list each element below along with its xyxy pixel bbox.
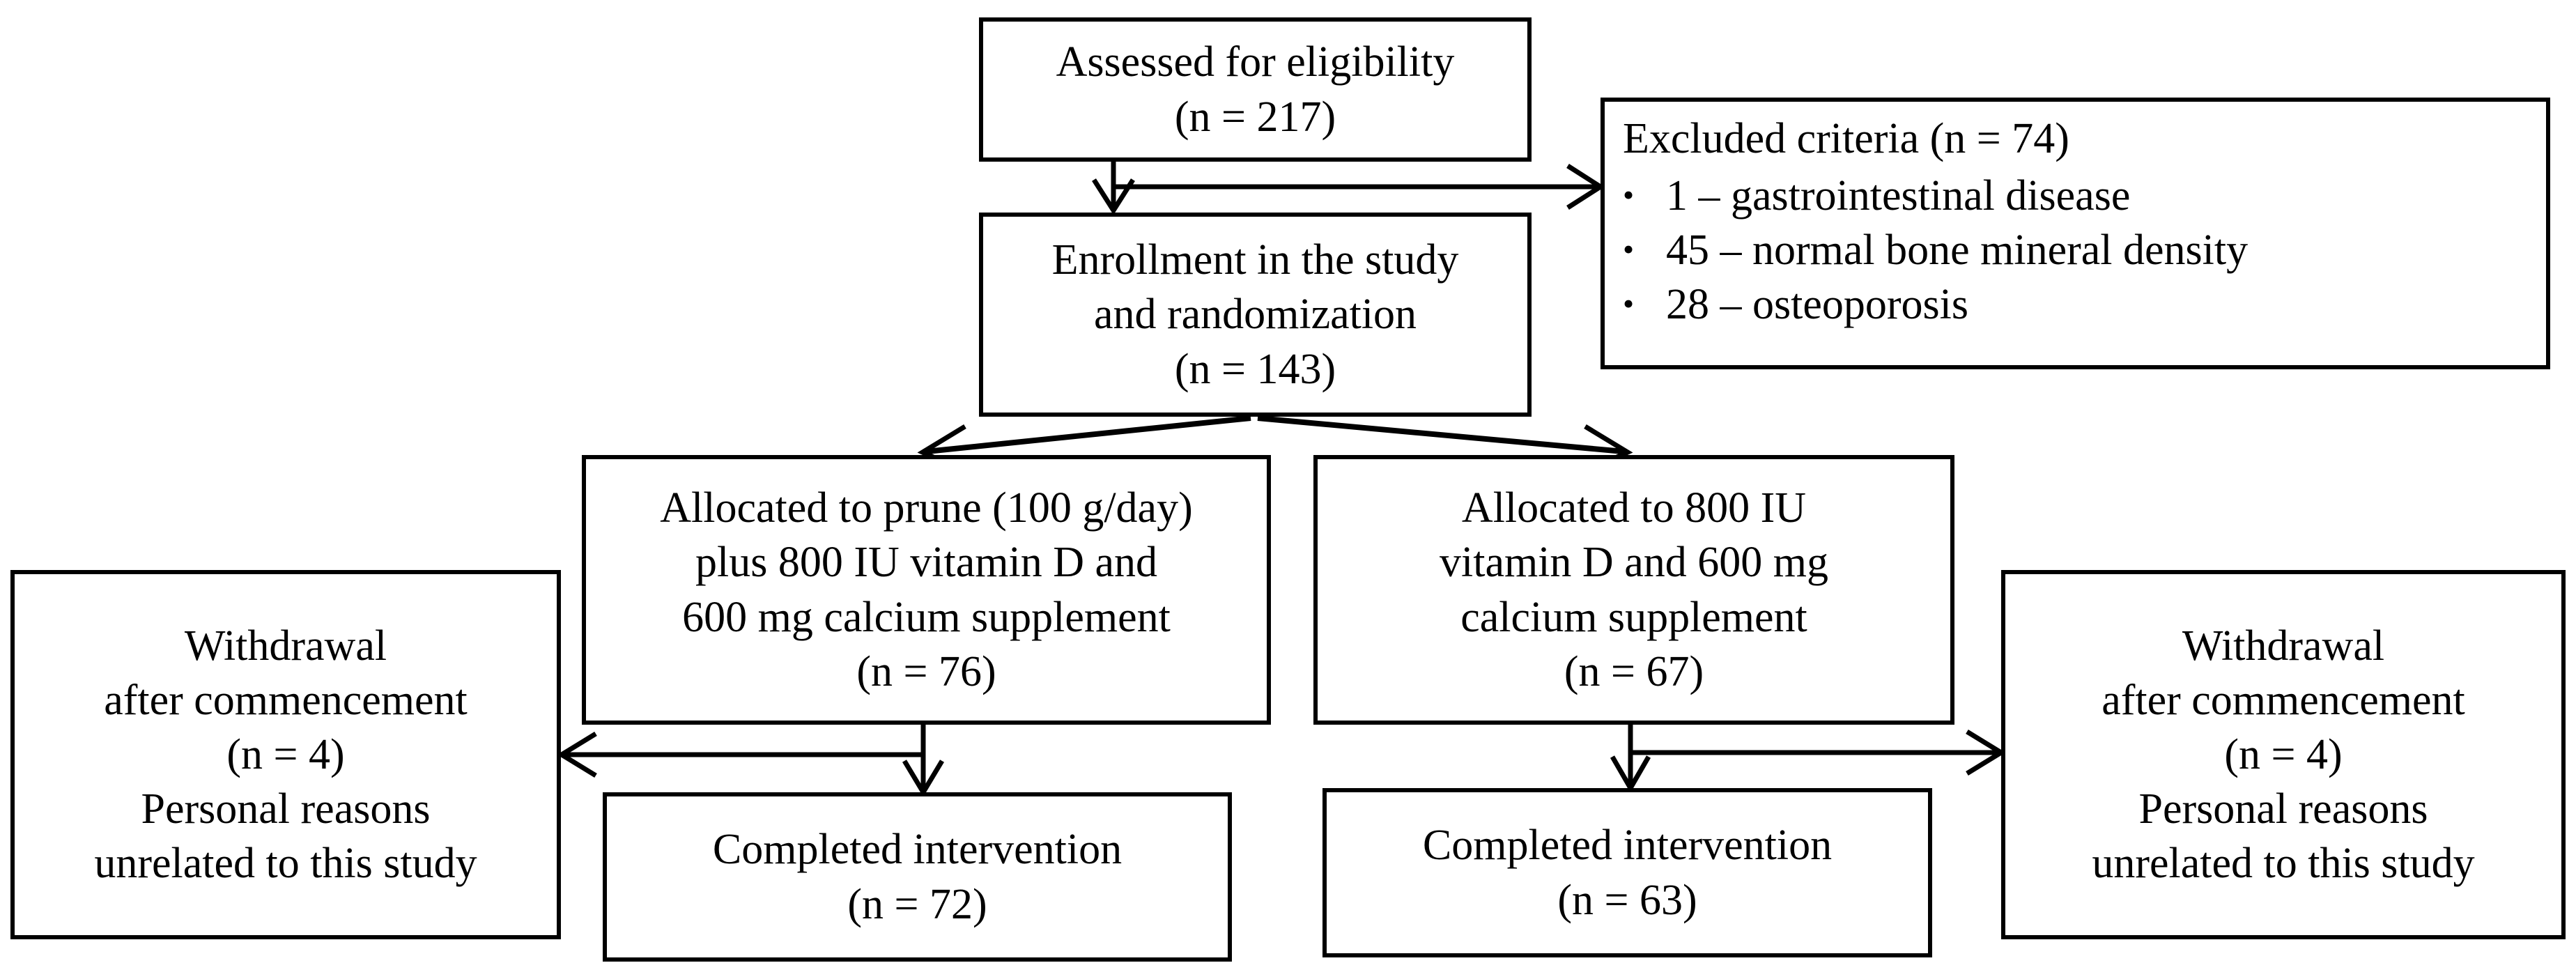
eligibility-line-1: Assessed for eligibility	[1056, 38, 1455, 86]
withdraw-left-line-2: after commencement	[104, 676, 468, 724]
withdraw-right-line-3: (n = 4)	[2224, 730, 2343, 778]
excluded-item-text: 45 – normal bone mineral density	[1666, 226, 2249, 275]
completed-right-line-2: (n = 63)	[1557, 876, 1697, 924]
withdraw-right-line-4: Personal reasons	[2138, 785, 2428, 833]
connector-control-to-withdrawal-right	[1630, 730, 2006, 776]
node-completed-intervention-control: Completed intervention (n = 63)	[1322, 788, 1932, 957]
node-withdrawal-control-group: Withdrawal after commencement (n = 4) Pe…	[2001, 570, 2566, 939]
alloc-control-line-3: calcium supplement	[1460, 593, 1807, 641]
alloc-control-line-4: (n = 67)	[1564, 647, 1704, 695]
alloc-prune-line-3: 600 mg calcium supplement	[682, 593, 1171, 641]
excluded-heading: Excluded criteria (n = 74)	[1623, 115, 2069, 162]
node-assessed-for-eligibility: Assessed for eligibility (n = 217)	[979, 17, 1532, 162]
withdraw-left-line-3: (n = 4)	[226, 730, 345, 778]
excluded-bullet-list: • 1 – gastrointestinal disease • 45 – no…	[1623, 169, 2531, 332]
completed-left-line-1: Completed intervention	[712, 826, 1123, 874]
withdraw-right-line-5: unrelated to this study	[2092, 840, 2475, 888]
node-allocated-control-group: Allocated to 800 IU vitamin D and 600 mg…	[1313, 455, 1954, 725]
withdraw-left-line-5: unrelated to this study	[94, 840, 477, 888]
alloc-control-line-1: Allocated to 800 IU	[1461, 484, 1807, 532]
excluded-item-text: 28 – osteoporosis	[1666, 281, 1968, 329]
alloc-prune-line-2: plus 800 IU vitamin D and	[695, 539, 1157, 587]
alloc-prune-line-4: (n = 76)	[856, 647, 996, 695]
alloc-control-line-2: vitamin D and 600 mg	[1440, 539, 1828, 587]
list-item: • 28 – osteoporosis	[1623, 277, 2531, 332]
node-allocated-prune-group: Allocated to prune (100 g/day) plus 800 …	[582, 455, 1271, 725]
connector-eligibility-to-excluded	[1113, 164, 1605, 210]
bullet-icon: •	[1623, 286, 1635, 322]
alloc-prune-line-1: Allocated to prune (100 g/day)	[660, 484, 1193, 532]
enrollment-line-3: (n = 143)	[1174, 345, 1336, 393]
node-withdrawal-prune-group: Withdrawal after commencement (n = 4) Pe…	[10, 570, 561, 939]
connector-eligibility-to-enrollment	[1092, 162, 1135, 215]
list-item: • 45 – normal bone mineral density	[1623, 223, 2531, 277]
connector-prune-to-completed	[902, 725, 945, 797]
enrollment-line-2: and randomization	[1093, 291, 1417, 339]
enrollment-line-1: Enrollment in the study	[1051, 236, 1459, 284]
withdraw-left-line-1: Withdrawal	[184, 622, 387, 670]
bullet-icon: •	[1623, 231, 1635, 268]
node-completed-intervention-prune: Completed intervention (n = 72)	[603, 792, 1232, 962]
connector-control-to-completed	[1610, 725, 1651, 793]
withdraw-right-line-2: after commencement	[2101, 676, 2465, 724]
node-excluded-criteria: Excluded criteria (n = 74) • 1 – gastroi…	[1601, 98, 2550, 369]
connector-prune-to-withdrawal-left	[557, 732, 923, 778]
withdraw-left-line-4: Personal reasons	[141, 785, 431, 833]
eligibility-line-2: (n = 217)	[1174, 93, 1336, 141]
node-enrollment-and-randomization: Enrollment in the study and randomizatio…	[979, 213, 1532, 417]
completed-right-line-1: Completed intervention	[1422, 822, 1833, 870]
withdraw-right-line-1: Withdrawal	[2182, 622, 2385, 670]
bullet-icon: •	[1623, 177, 1635, 213]
excluded-item-text: 1 – gastrointestinal disease	[1666, 172, 2131, 220]
completed-left-line-2: (n = 72)	[847, 880, 987, 928]
list-item: • 1 – gastrointestinal disease	[1623, 169, 2531, 223]
